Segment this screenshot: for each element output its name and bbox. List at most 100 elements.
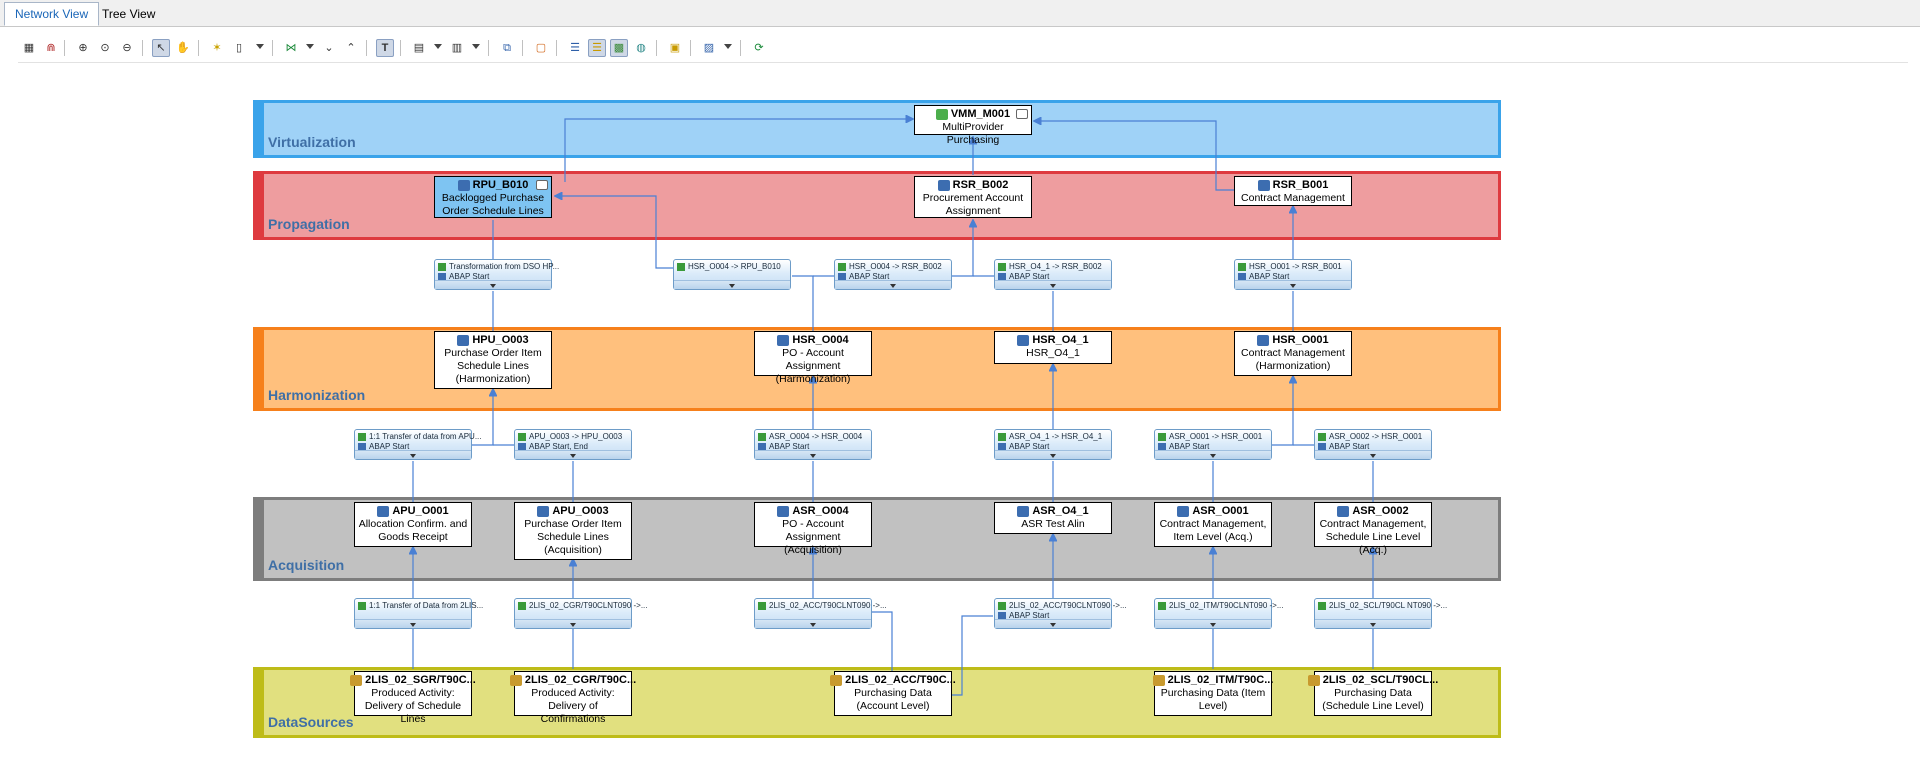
transformation-hsr-o4-1-rsr-b002[interactable]: HSR_O4_1 -> RSR_B002 ABAP Start — [994, 259, 1112, 290]
abap-icon — [358, 443, 366, 451]
transformation-apu-o003-hpu-o003[interactable]: APU_O003 -> HPU_O003 ABAP Start, End — [514, 429, 632, 460]
node-ds-sgr[interactable]: 2LIS_02_SGR/T90C... Produced Activity: D… — [350, 671, 476, 725]
report-icon[interactable]: ▣ — [669, 42, 681, 54]
node-rsr-b002[interactable]: RSR_B002 Procurement Account Assignment — [914, 176, 1032, 218]
abap-icon — [1158, 443, 1166, 451]
node-ds-itm[interactable]: 2LIS_02_ITM/T90C... Purchasing Data (Ite… — [1152, 671, 1273, 716]
transformation-hsr-o004-rsr-b002[interactable]: HSR_O004 -> RSR_B002 ABAP Start — [834, 259, 952, 290]
zoom-fit-icon[interactable]: ⊙ — [100, 42, 110, 54]
transformation-scl-asr-o002[interactable]: 2LIS_02_SCL/T90CL NT090 ->... — [1314, 598, 1447, 629]
node-ds-acc[interactable]: 2LIS_02_ACC/T90C... Purchasing Data (Acc… — [830, 671, 956, 716]
node-hsr-o4-1[interactable]: HSR_O4_1 HSR_O4_1 — [994, 331, 1112, 364]
transformation-icon — [998, 602, 1006, 610]
globe-icon[interactable]: ◍ — [636, 42, 646, 54]
transformation-acc-asr-o4-1[interactable]: 2LIS_02_ACC/T90CLNT090 ->... ABAP Start — [994, 598, 1127, 629]
transformation-cgr-apu-o003[interactable]: 2LIS_02_CGR/T90CLNT090 ->... — [514, 598, 648, 629]
grid-icon[interactable]: ▦ — [23, 42, 35, 54]
comment-icon[interactable] — [536, 180, 548, 190]
copy-icon[interactable]: ⧉ — [503, 42, 511, 54]
refresh-icon[interactable]: ⟳ — [754, 42, 764, 54]
connector-line — [870, 611, 893, 675]
transformation-icon — [518, 433, 526, 441]
transformation-icon — [838, 263, 846, 271]
node-rsr-b001[interactable]: RSR_B001 Contract Management — [1234, 176, 1352, 206]
expand-caret-icon — [1290, 284, 1296, 288]
tab-network-view[interactable]: Network View — [4, 2, 100, 26]
datasource-icon — [1152, 675, 1165, 686]
node-hsr-o001[interactable]: HSR_O001 Contract Management (Harmonizat… — [1234, 331, 1352, 376]
node-asr-o004[interactable]: ASR_O004 PO - Account Assignment (Acquis… — [754, 502, 872, 556]
dso-icon — [777, 506, 790, 517]
transformation-icon — [998, 263, 1006, 271]
node-asr-o001[interactable]: ASR_O001 Contract Management, Item Level… — [1154, 502, 1272, 547]
layer-virtualization: Virtualization — [253, 100, 1501, 158]
filter-dropdown-icon[interactable] — [472, 44, 480, 49]
transformation-asr-o001-hsr-o001[interactable]: ASR_O001 -> HSR_O001 ABAP Start — [1154, 429, 1272, 460]
dso-icon — [457, 180, 470, 191]
transformation-icon — [1318, 433, 1326, 441]
transformation-asr-o002-hsr-o001[interactable]: ASR_O002 -> HSR_O001 ABAP Start — [1314, 429, 1432, 460]
abap-icon — [1238, 273, 1246, 281]
view-tabs: Network View Tree View — [0, 0, 1920, 27]
transformation-asr-o004-hsr-o004[interactable]: ASR_O004 -> HSR_O004 ABAP Start — [754, 429, 872, 460]
highlight-icon[interactable]: ☰ — [588, 39, 606, 57]
expand-caret-icon — [1370, 623, 1376, 627]
layer-icon[interactable]: ☰ — [570, 42, 580, 54]
node-ds-scl[interactable]: 2LIS_02_SCL/T90CL... Purchasing Data (Sc… — [1307, 671, 1438, 716]
pointer-icon[interactable]: ↖ — [152, 39, 170, 57]
zoom-in-icon[interactable]: ⊕ — [78, 42, 88, 54]
network-dropdown-icon[interactable] — [306, 44, 314, 49]
transformation-icon — [358, 602, 366, 610]
column-dropdown-icon[interactable] — [256, 44, 264, 49]
node-asr-o4-1[interactable]: ASR_O4_1 ASR Test Alin — [994, 502, 1112, 534]
layout-icon[interactable]: ▤ — [413, 42, 425, 54]
network-icon[interactable]: ⋈ — [285, 42, 297, 54]
tab-tree-view[interactable]: Tree View — [102, 7, 156, 21]
text-icon[interactable]: T — [376, 39, 394, 57]
abap-icon — [998, 612, 1006, 620]
color-icon[interactable]: ▩ — [610, 39, 628, 57]
expand-caret-icon — [1210, 454, 1216, 458]
node-hpu-o003[interactable]: HPU_O003 Purchase Order Item Schedule Li… — [434, 331, 552, 389]
transformation-icon — [758, 433, 766, 441]
node-apu-o003[interactable]: APU_O003 Purchase Order Item Schedule Li… — [514, 502, 632, 560]
chart-dropdown-icon[interactable] — [724, 44, 732, 49]
expand-icon[interactable]: ⌃ — [346, 42, 356, 54]
chart-icon[interactable]: ▨ — [703, 42, 715, 54]
layout-dropdown-icon[interactable] — [434, 44, 442, 49]
node-hsr-o004[interactable]: HSR_O004 PO - Account Assignment (Harmon… — [754, 331, 872, 385]
transformation-apu-o001-hpu[interactable]: 1:1 Transfer of data from APU... ABAP St… — [354, 429, 482, 460]
zoom-out-icon[interactable]: ⊖ — [122, 42, 132, 54]
hand-icon[interactable]: ✋ — [176, 42, 190, 54]
magnet-icon[interactable]: ⋒ — [46, 42, 56, 54]
connector-line — [792, 275, 814, 331]
column-icon[interactable]: ▯ — [235, 42, 243, 54]
expand-caret-icon — [570, 623, 576, 627]
transformation-asr-o4-1-hsr-o4-1[interactable]: ASR_O4_1 -> HSR_O4_1 ABAP Start — [994, 429, 1112, 460]
filter-icon[interactable]: ▥ — [451, 42, 463, 54]
node-asr-o002[interactable]: ASR_O002 Contract Management, Schedule L… — [1314, 502, 1432, 556]
layer-strip — [256, 670, 264, 735]
transformation-icon — [1238, 263, 1246, 271]
node-rpu-b010[interactable]: RPU_B010 Backlogged Purchase Order Sched… — [434, 176, 552, 218]
node-vmm-m001[interactable]: VMM_M001 MultiProvider Purchasing — [914, 105, 1032, 146]
abap-icon — [998, 273, 1006, 281]
collapse-icon[interactable]: ⌄ — [324, 42, 334, 54]
dso-icon — [377, 506, 390, 517]
expand-caret-icon — [1210, 623, 1216, 627]
wand-icon[interactable]: ✶ — [212, 42, 222, 54]
node-ds-cgr[interactable]: 2LIS_02_CGR/T90C... Produced Activity: D… — [509, 671, 636, 725]
transformation-rpu-b010[interactable]: Transformation from DSO HP... ABAP Start — [434, 259, 559, 290]
transformation-sgr-apu-o001[interactable]: 1:1 Transfer of Data from 2LIS... — [354, 598, 483, 629]
expand-caret-icon — [570, 454, 576, 458]
abap-icon — [998, 443, 1006, 451]
expand-caret-icon — [410, 623, 416, 627]
transformation-itm-asr-o001[interactable]: 2LIS_02_ITM/T90CLNT090 ->... — [1154, 598, 1284, 629]
comment-icon[interactable] — [1016, 109, 1028, 119]
expand-caret-icon — [1050, 284, 1056, 288]
node-apu-o001[interactable]: APU_O001 Allocation Confirm. and Goods R… — [354, 502, 472, 547]
box-icon[interactable]: ▢ — [535, 42, 547, 54]
transformation-hsr-o004-rpu-b010[interactable]: HSR_O004 -> RPU_B010 — [673, 259, 791, 290]
transformation-acc-asr-o004[interactable]: 2LIS_02_ACC/T90CLNT090 ->... — [754, 598, 887, 629]
transformation-hsr-o001-rsr-b001[interactable]: HSR_O001 -> RSR_B001 ABAP Start — [1234, 259, 1352, 290]
